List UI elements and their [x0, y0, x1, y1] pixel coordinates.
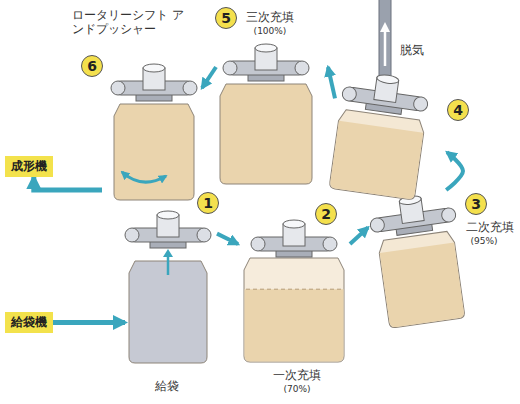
- pouch: [329, 109, 425, 200]
- pouch-station: 二次充填(95%): [368, 190, 460, 315]
- spout-end: [197, 228, 211, 242]
- station-label: 三次充填: [246, 10, 294, 24]
- vacuum-arrow: [384, 30, 387, 66]
- filling-station: [125, 211, 211, 363]
- feed-arrowhead: [163, 249, 173, 257]
- spout-end: [223, 61, 237, 75]
- pouch: [129, 261, 207, 363]
- spout-cap-top: [376, 74, 399, 85]
- spout-end: [413, 96, 429, 112]
- spout-end: [369, 217, 385, 233]
- station-label: (70%): [283, 384, 310, 395]
- pouch-station: 一次充填(70%): [238, 228, 350, 362]
- callout-number: 1: [197, 192, 219, 214]
- flow-arrow: [328, 67, 335, 98]
- spout-cap-top: [143, 64, 165, 72]
- spout-end: [441, 207, 457, 223]
- pouch-station: 三次充填(100%): [216, 52, 328, 177]
- callout-number: 6: [81, 55, 103, 77]
- station-label: 脱気: [400, 43, 424, 57]
- filling-station: [111, 64, 197, 200]
- machine-box: 給袋機: [5, 312, 53, 333]
- station-illustration: [125, 203, 217, 373]
- spout-cap-top: [157, 211, 179, 219]
- station-illustration: [238, 228, 350, 362]
- machine-label: 給袋機: [11, 315, 47, 329]
- spout-cap-top: [255, 44, 277, 52]
- pouch-station: 給袋: [125, 203, 217, 373]
- station-illustration: [368, 190, 460, 315]
- callout-number: 3: [465, 193, 487, 215]
- fill-level: [246, 289, 342, 290]
- spout-end: [251, 237, 265, 251]
- pouch: [244, 258, 344, 362]
- vacuum-arrowhead: [380, 22, 390, 32]
- station-illustration: [102, 70, 202, 220]
- pouch: [114, 104, 194, 200]
- flow-arrow: [53, 320, 125, 325]
- spout-end: [183, 81, 197, 95]
- flow-arrow: [34, 177, 102, 190]
- filling-station: [367, 190, 470, 329]
- station-illustration: [216, 52, 328, 177]
- spout-end: [323, 237, 337, 251]
- pouch-content: [380, 243, 465, 328]
- filling-station: [329, 69, 431, 200]
- machine-box: 成形機: [5, 156, 53, 177]
- pouch-station: ロータリーシフト アンドプッシャー: [102, 70, 202, 220]
- feed-arrow: [167, 255, 170, 275]
- spout-end: [295, 61, 309, 75]
- pouch-content: [245, 289, 344, 361]
- callout-number: 5: [215, 7, 237, 29]
- station-label: 給袋: [155, 379, 179, 393]
- spout-cap-top: [283, 220, 305, 228]
- station-label: (100%): [254, 26, 287, 37]
- station-label: ロータリーシフト アンドプッシャー: [72, 8, 184, 37]
- pouch: [378, 231, 466, 329]
- machine-label: 成形機: [11, 159, 47, 173]
- vacuum-tube: [379, 0, 391, 78]
- spout-end: [341, 86, 357, 102]
- station-illustration: [335, 85, 447, 197]
- callout-number: 4: [447, 99, 469, 121]
- spout-end: [111, 81, 125, 95]
- filling-station: [220, 44, 312, 184]
- flow-arrow: [350, 228, 368, 245]
- pouch-station: 脱気: [335, 85, 447, 197]
- flow-arrow: [202, 67, 216, 88]
- rotation-arrow: [122, 172, 166, 182]
- flow-arrow: [446, 152, 463, 190]
- callout-number: 2: [315, 203, 337, 225]
- station-label: 二次充填: [466, 220, 514, 234]
- station-label: 一次充填: [273, 368, 321, 382]
- station-label: (95%): [470, 236, 497, 247]
- filling-station: [244, 220, 344, 362]
- pouch-content: [330, 121, 424, 200]
- pouch: [220, 84, 312, 184]
- spout-end: [125, 228, 139, 242]
- flow-arrow: [217, 234, 238, 244]
